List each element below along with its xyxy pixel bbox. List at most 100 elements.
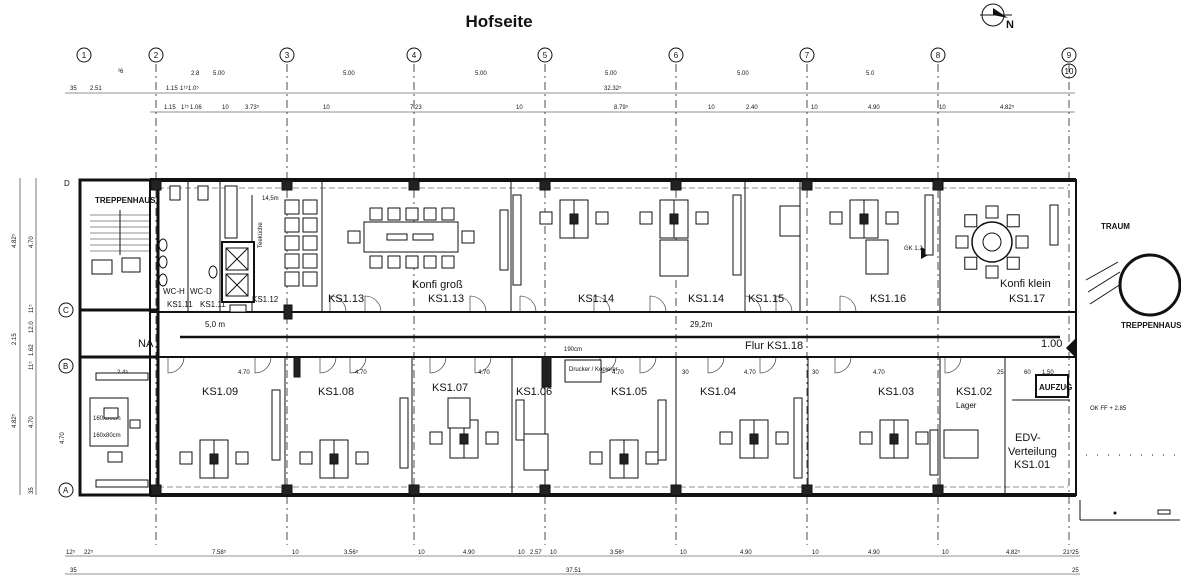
- chair: [885, 211, 899, 225]
- door: [469, 295, 487, 313]
- room-label-ks117: KS1.17: [1009, 293, 1045, 305]
- chair: [461, 230, 475, 244]
- door: [167, 356, 185, 374]
- chair: [829, 211, 843, 225]
- column: [281, 484, 293, 496]
- conference-table-large: [347, 207, 475, 269]
- svg-text:3.73⁵: 3.73⁵: [245, 104, 260, 111]
- chair: [302, 253, 318, 269]
- partitions-bottom: [284, 357, 1006, 495]
- svg-text:1.15: 1.15: [166, 86, 178, 92]
- svg-text:2.40: 2.40: [746, 105, 758, 111]
- chair: [369, 207, 383, 221]
- svg-text:1.62: 1.62: [29, 344, 35, 356]
- svg-text:TREPPENHAUS: TREPPENHAUS: [95, 196, 156, 205]
- svg-text:11⁵: 11⁵: [28, 361, 35, 370]
- door: [707, 356, 725, 374]
- monitor: [209, 453, 219, 465]
- shelves: [271, 194, 1059, 479]
- conference-table-round: [955, 205, 1029, 279]
- svg-text:C: C: [63, 306, 69, 315]
- svg-text:22⁵: 22⁵: [84, 549, 94, 556]
- desk: [659, 239, 689, 277]
- door: [349, 356, 367, 374]
- svg-text:21⁵: 21⁵: [1063, 549, 1073, 556]
- room-dim-marks: 4.70 4.70 4.70 4.70 4.70 4.70 4.70 30 30…: [60, 369, 1054, 444]
- svg-text:190cm: 190cm: [564, 347, 582, 353]
- axis-label: 6: [674, 51, 679, 60]
- room-label-ks116: KS1.16: [870, 293, 906, 305]
- dimension-line-top-1: ²6 2.51 35 1.15 1¹⁵ 1.0⁵ 2.8 5.00 5.00 5…: [65, 69, 1075, 94]
- room-label-ks107: KS1.07: [432, 382, 468, 394]
- stair-left-lower: 160x80cm 160x80cm: [89, 372, 149, 488]
- chair: [441, 207, 455, 221]
- room-label-ks109: KS1.09: [202, 386, 238, 398]
- chair: [955, 235, 969, 249]
- column: [801, 484, 813, 496]
- chair: [964, 256, 978, 270]
- chair: [1006, 256, 1020, 270]
- room-label-verteilung: Verteilung: [1008, 446, 1057, 458]
- svg-text:²6: ²6: [118, 69, 124, 75]
- room-labels-top: KS1.13 Konfi groß KS1.13 KS1.14 KS1.14 K…: [328, 278, 1051, 305]
- chair: [964, 214, 978, 228]
- chair: [985, 205, 999, 219]
- room-label-konfi-gross: Konfi groß: [412, 279, 463, 291]
- door: [364, 295, 382, 313]
- chair: [302, 217, 318, 233]
- svg-text:1.15: 1.15: [164, 105, 176, 111]
- column: [670, 484, 682, 496]
- column: [801, 179, 813, 191]
- column: [283, 304, 293, 320]
- svg-text:4.70: 4.70: [612, 370, 624, 376]
- svg-text:N: N: [1006, 19, 1014, 31]
- door: [744, 295, 762, 313]
- svg-text:4.70: 4.70: [873, 370, 885, 376]
- room-label-ks103: KS1.03: [878, 386, 914, 398]
- svg-text:1.0⁵: 1.0⁵: [188, 85, 199, 92]
- dimension-line-left: 4.82⁵ 4.70 11⁵ 2.15 12.0 1.62 11⁵ 4.70 4…: [11, 178, 37, 495]
- svg-text:4.90: 4.90: [868, 550, 880, 556]
- svg-text:3.56⁵: 3.56⁵: [344, 549, 359, 556]
- svg-text:4.90: 4.90: [868, 105, 880, 111]
- svg-text:Teeküche: Teeküche: [258, 222, 264, 248]
- structural-columns: [150, 179, 944, 496]
- scale-mark: [1079, 454, 1180, 521]
- column: [541, 356, 552, 388]
- chair: [179, 451, 193, 465]
- shelf: [929, 429, 939, 476]
- svg-text:4.70: 4.70: [29, 416, 35, 428]
- svg-text:4.82⁵: 4.82⁵: [1000, 104, 1015, 111]
- monitor: [619, 453, 629, 465]
- chair: [441, 255, 455, 269]
- svg-text:5.00: 5.00: [213, 71, 225, 77]
- room-label-wc-d: WC-D: [190, 287, 212, 296]
- svg-text:11⁵: 11⁵: [28, 304, 35, 313]
- svg-text:4.70: 4.70: [238, 370, 250, 376]
- door: [429, 356, 447, 374]
- svg-text:10: 10: [323, 105, 330, 111]
- room-label-ks112: KS1.12: [252, 295, 279, 304]
- svg-text:32.32⁵: 32.32⁵: [604, 85, 622, 92]
- svg-text:10: 10: [811, 105, 818, 111]
- svg-text:2.57: 2.57: [530, 550, 542, 556]
- svg-text:1¹⁵: 1¹⁵: [180, 85, 188, 92]
- svg-text:10: 10: [708, 105, 715, 111]
- svg-text:2.8: 2.8: [191, 71, 200, 77]
- monitor: [569, 213, 579, 225]
- svg-text:12⁵: 12⁵: [66, 549, 76, 556]
- svg-text:5.00: 5.00: [475, 71, 487, 77]
- svg-text:35: 35: [70, 86, 77, 92]
- room-label-ks101: KS1.01: [1014, 459, 1050, 471]
- door: [775, 295, 793, 313]
- svg-text:10: 10: [942, 550, 949, 556]
- door: [834, 356, 852, 374]
- chair: [639, 211, 653, 225]
- svg-text:5.00: 5.00: [343, 71, 355, 77]
- shelf: [399, 397, 409, 469]
- stair-left: TREPPENHAUS: [90, 196, 156, 275]
- monitor: [889, 433, 899, 445]
- svg-text:AUFZUG: AUFZUG: [1039, 383, 1072, 392]
